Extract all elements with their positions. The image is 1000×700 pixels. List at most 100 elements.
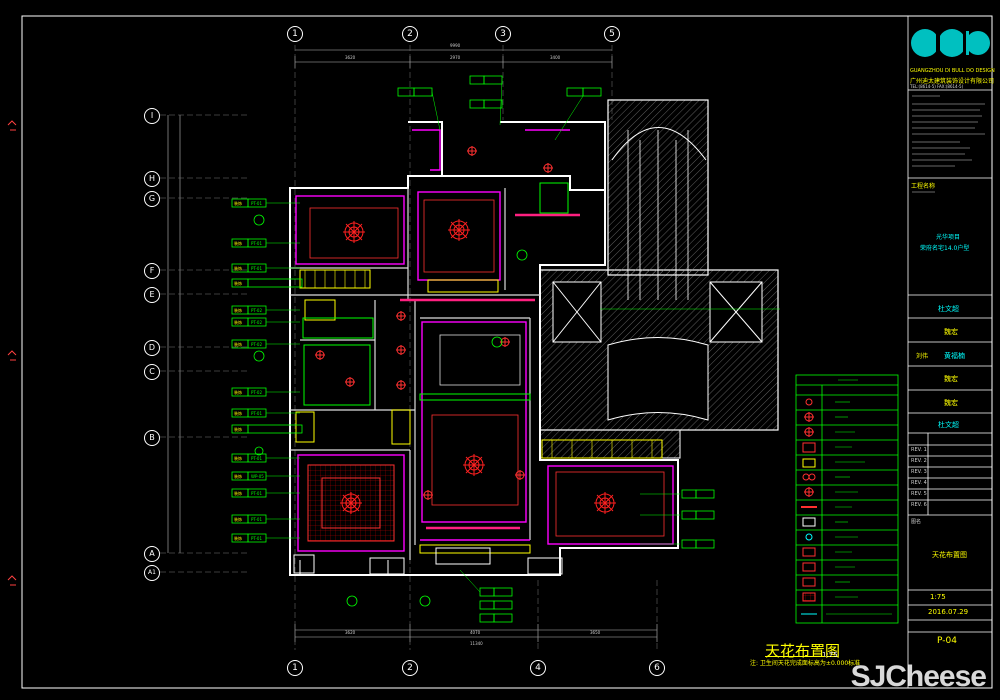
sheet-title: 天花布置图 — [932, 551, 967, 559]
svg-text:PT-01: PT-01 — [251, 536, 262, 541]
svg-text:WP-05: WP-05 — [251, 474, 264, 479]
grid-bubble-label: A1 — [148, 569, 156, 576]
sheet-title-label: 图名 — [911, 519, 922, 525]
svg-text:PT-01: PT-01 — [251, 456, 262, 461]
svg-text:装饰: 装饰 — [234, 319, 242, 325]
revision-5: REV. 5 — [911, 491, 927, 497]
reviewer-name: 魏宏 — [944, 399, 958, 407]
drawing-title: 天花布置图 — [765, 642, 841, 660]
grid-bubble-left-e: E — [144, 287, 160, 303]
revision-6: REV. 6 — [911, 502, 927, 508]
dimension-lines — [167, 49, 658, 642]
svg-text:装饰: 装饰 — [234, 473, 242, 479]
svg-text:装饰: 装饰 — [234, 200, 242, 206]
svg-text:装饰: 装饰 — [234, 265, 242, 271]
drawing-scale: 1:75 — [822, 651, 838, 659]
grid-bubble-label: C — [149, 367, 155, 376]
grid-bubble-left-a1: A1 — [144, 565, 160, 581]
revision-4: REV. 4 — [911, 480, 927, 486]
svg-text:11340: 11340 — [470, 641, 483, 646]
grid-bubble-left-b: B — [144, 430, 160, 446]
svg-text:PT-02: PT-02 — [251, 342, 262, 347]
svg-text:4070: 4070 — [470, 630, 481, 635]
svg-text:装饰: 装饰 — [234, 389, 242, 395]
svg-text:9990: 9990 — [450, 43, 461, 48]
grid-bubble-left-g: G — [144, 191, 160, 207]
floor-plan — [289, 99, 779, 576]
svg-text:装饰: 装饰 — [234, 516, 242, 522]
sheet-date: 2016.07.29 — [928, 608, 969, 616]
checker-name: 魏宏 — [944, 328, 958, 336]
svg-text:3620: 3620 — [345, 630, 356, 635]
legend-table — [795, 374, 899, 624]
project-name-line1: 光华项目 — [936, 234, 961, 241]
title-block — [907, 15, 993, 689]
svg-text:PT-01: PT-01 — [251, 201, 262, 206]
grid-bubble-left-c: C — [144, 364, 160, 380]
svg-text:装饰: 装饰 — [234, 426, 242, 432]
section-markers — [253, 214, 528, 607]
drawing-frame — [21, 15, 993, 689]
grid-bubble-left-d: D — [144, 340, 160, 356]
svg-text:PT-01: PT-01 — [251, 517, 262, 522]
svg-text:PT-02: PT-02 — [251, 308, 262, 313]
grid-bubble-label: 2 — [407, 29, 413, 39]
svg-text:3650: 3650 — [590, 630, 601, 635]
svg-text:装饰: 装饰 — [234, 490, 242, 496]
revision-2: REV. 2 — [911, 458, 927, 464]
left-margin-marks — [7, 120, 17, 586]
svg-text:PT-01: PT-01 — [251, 491, 262, 496]
grid-bubble-top-1: 1 — [287, 26, 303, 42]
svg-text:PT-01: PT-01 — [251, 266, 262, 271]
drawing-note: 注: 卫生间天花完成面标高为±0.000标准 — [750, 660, 861, 667]
company-name-en: GUANGZHOU DI BULL DO DESIGN — [910, 68, 995, 74]
svg-text:PT-02: PT-02 — [251, 320, 262, 325]
grid-bubble-bottom-2: 2 — [402, 660, 418, 676]
manager-name: 杜文超 — [938, 421, 959, 429]
svg-text:装饰: 装饰 — [234, 341, 242, 347]
approver-name: 魏宏 — [944, 375, 958, 383]
svg-text:2970: 2970 — [450, 55, 461, 60]
svg-text:装饰: 装饰 — [234, 535, 242, 541]
drafter-name-right: 黄福楠 — [944, 352, 965, 360]
dimension-text: 3620 2970 3400 9990 3620 4070 3650 11340 — [345, 43, 601, 646]
grid-bubble-left-a: A — [144, 546, 160, 562]
project-name-line2: 荣府名宅14.0户型 — [920, 245, 970, 252]
drafter-name-left: 刘伟 — [916, 353, 929, 360]
company-name-cn: 广州迪太建筑装饰设计有限公司 — [910, 78, 995, 85]
svg-text:3620: 3620 — [345, 55, 356, 60]
svg-text:PT-01: PT-01 — [251, 411, 262, 416]
revision-3: REV. 3 — [911, 469, 927, 475]
company-tel: TEL:(8614-5) FAX:(8614-5) — [910, 84, 964, 89]
grid-bubble-label: E — [149, 290, 155, 299]
grid-bubble-top-5: 5 — [604, 26, 620, 42]
svg-text:装饰: 装饰 — [234, 455, 242, 461]
grid-bubble-bottom-1: 1 — [287, 660, 303, 676]
watermark: SJCheese — [850, 660, 987, 693]
sheet-number: P-04 — [937, 636, 957, 646]
grid-bubble-label: D — [148, 343, 156, 352]
grid-bubble-label: 3 — [500, 29, 506, 39]
grid-bubble-label: B — [149, 433, 155, 442]
company-logo — [911, 29, 990, 57]
grid-bubble-left-i: I — [144, 108, 160, 124]
svg-text:3400: 3400 — [550, 55, 561, 60]
title-underline — [765, 656, 825, 657]
svg-text:装饰: 装饰 — [234, 307, 242, 313]
legend-symbols — [801, 398, 817, 615]
grid-bubble-left-h: H — [144, 171, 160, 187]
svg-text:装饰: 装饰 — [234, 280, 242, 286]
grid-bubble-label: 2 — [407, 663, 413, 673]
svg-text:装饰: 装饰 — [234, 240, 242, 246]
grid-bubble-bottom-4: 4 — [530, 660, 546, 676]
legend-text-marks — [826, 379, 892, 615]
project-section-label: 工程名称 — [911, 183, 936, 190]
grid-bubble-top-2: 2 — [402, 26, 418, 42]
grid-bubble-label: 1 — [292, 29, 298, 39]
grid-bubble-bottom-6: 6 — [649, 660, 665, 676]
svg-text:装饰: 装饰 — [234, 410, 242, 416]
grid-bubble-label: F — [149, 266, 155, 275]
grid-bubble-top-3: 3 — [495, 26, 511, 42]
title-block-fine-text — [912, 95, 985, 193]
